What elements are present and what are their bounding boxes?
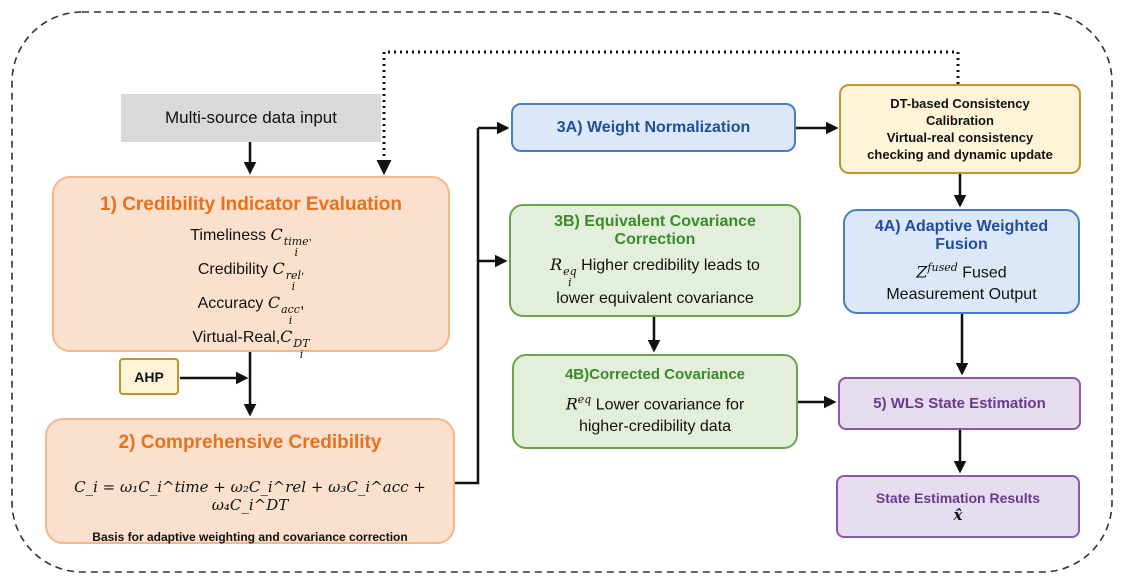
corrected-covariance-box: 4B)Corrected Covariance Req Lower covari… xyxy=(512,354,798,449)
box4a-text-line2: Measurement Output xyxy=(886,285,1037,303)
box4b-text-line2: higher-credibility data xyxy=(578,417,732,435)
dt-calibration-box: DT-based Consistency Calibration Virtual… xyxy=(839,84,1081,174)
weight-normalization-box: 3A) Weight Normalization xyxy=(511,103,796,152)
adaptive-fusion-box: 4A) Adaptive Weighted Fusion Zfused Fuse… xyxy=(843,209,1080,314)
credibility-formula: C_i = ω₁C_i^time + ω₂C_i^rel + ω₃C_i^acc… xyxy=(74,478,426,514)
multi-source-input-box: Multi-source data input xyxy=(121,94,381,142)
branch-line xyxy=(455,128,480,485)
results-symbol: x̂ xyxy=(953,505,963,524)
state-estimation-results-box: State Estimation Results x̂ xyxy=(836,475,1080,538)
ahp-box: AHP xyxy=(119,358,179,395)
dt-line3: Virtual-real consistency xyxy=(886,130,1034,145)
box2-title: 2) Comprehensive Credibility xyxy=(118,432,382,453)
box4a-title-line2: Fusion xyxy=(935,236,988,254)
dt-line2: Calibration xyxy=(926,113,994,128)
box4b-text-line1: Req Lower covariance for xyxy=(565,393,745,414)
box3b-title-line2: Correction xyxy=(614,230,696,248)
box4a-title-line1: 4A) Adaptive Weighted xyxy=(874,218,1049,236)
credibility-indicator-box: 1) Credibility Indicator Evaluation Time… xyxy=(52,176,450,360)
box3b-title-line1: 3B) Equivalent Covariance xyxy=(554,212,756,230)
wls-estimation-box: 5) WLS State Estimation xyxy=(838,377,1081,430)
dt-line4: checking and dynamic update xyxy=(867,147,1053,162)
dotted-feedback-line xyxy=(376,50,960,175)
box5-title: 5) WLS State Estimation xyxy=(873,395,1046,412)
outer-dashed-frame xyxy=(11,11,1113,573)
dt-line1: DT-based Consistency xyxy=(890,96,1030,111)
box2-note: Basis for adaptive weighting and covaria… xyxy=(92,530,408,544)
box4a-text-line1: Zfused Fused xyxy=(916,261,1007,282)
results-title: State Estimation Results xyxy=(875,489,1041,506)
box3a-title: 3A) Weight Normalization xyxy=(556,118,751,136)
comprehensive-credibility-box: 2) Comprehensive Credibility C_i = ω₁C_i… xyxy=(45,418,455,544)
box3b-text-line2: lower equivalent covariance xyxy=(556,289,754,307)
box1-title: 1) Credibility Indicator Evaluation xyxy=(100,194,402,215)
box4b-title: 4B)Corrected Covariance xyxy=(564,366,746,384)
input-label: Multi-source data input xyxy=(165,108,337,127)
ahp-label: AHP xyxy=(134,368,164,385)
